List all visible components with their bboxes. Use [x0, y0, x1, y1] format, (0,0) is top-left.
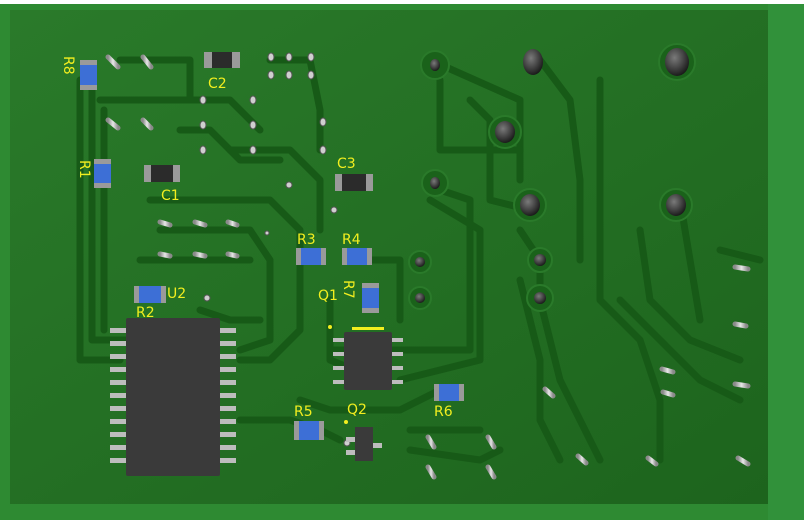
label-q2: Q2 — [347, 402, 367, 418]
capacitor-c2 — [204, 52, 240, 68]
label-r7: R7 — [340, 280, 356, 299]
capacitor-c1 — [144, 165, 180, 182]
silkscreen-labels: R8 C2 R1 C1 C3 R3 R4 Q1 R7 U2 R2 R5 Q2 R… — [60, 56, 453, 420]
label-r5: R5 — [294, 404, 313, 420]
vias — [199, 52, 351, 447]
resistor-r5 — [294, 421, 324, 440]
resistor-r3 — [296, 248, 326, 265]
ic-u2-pins — [110, 328, 236, 463]
capacitor-c3 — [335, 174, 373, 191]
label-q1: Q1 — [318, 288, 338, 304]
label-c1: C1 — [161, 188, 180, 204]
board-right-edge — [768, 4, 804, 520]
transistor-q2 — [344, 420, 382, 461]
label-r6: R6 — [434, 404, 453, 420]
resistor-r8 — [80, 60, 97, 90]
component-leads — [105, 54, 751, 480]
resistor-r4 — [342, 248, 372, 265]
ic-q1 — [328, 325, 403, 390]
label-u2: U2 — [167, 286, 186, 302]
through-holes — [415, 48, 689, 304]
label-r3: R3 — [297, 232, 316, 248]
resistor-r2 — [134, 286, 166, 303]
label-r4: R4 — [342, 232, 361, 248]
label-c2: C2 — [208, 76, 227, 92]
resistor-r6 — [434, 384, 464, 401]
label-r2: R2 — [136, 305, 155, 321]
ic-u2 — [110, 318, 236, 476]
label-c3: C3 — [337, 156, 356, 172]
label-r8: R8 — [60, 56, 76, 75]
resistor-r7 — [362, 283, 379, 313]
label-r1: R1 — [76, 160, 92, 179]
resistor-r1 — [94, 159, 111, 188]
